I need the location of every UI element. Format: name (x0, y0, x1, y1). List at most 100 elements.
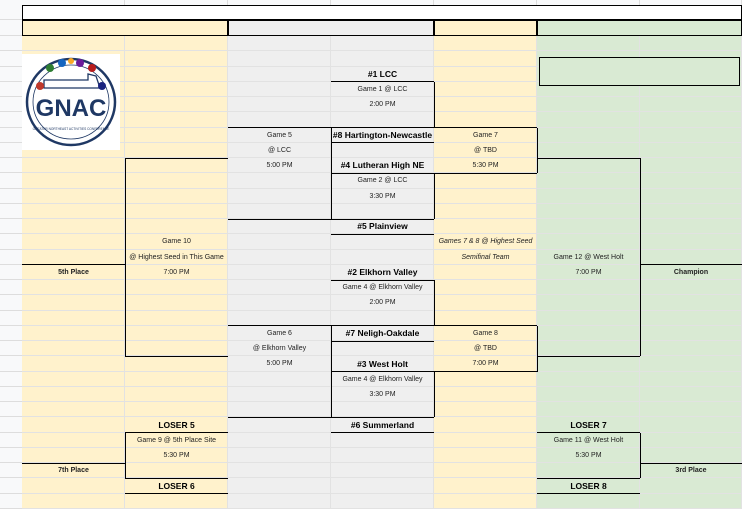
grid-cell[interactable] (537, 386, 640, 402)
row-header-31[interactable] (0, 463, 22, 479)
grid-cell[interactable] (331, 310, 434, 326)
grid-cell[interactable] (331, 66, 434, 82)
row-header-16[interactable] (0, 234, 22, 250)
grid-cell[interactable] (434, 463, 537, 479)
cell-c10[interactable]: @ LCC (267, 146, 292, 154)
grid-cell[interactable] (640, 280, 742, 296)
grid-cell[interactable] (228, 417, 331, 433)
grid-cell[interactable] (640, 158, 742, 174)
cell-d6[interactable]: Game 1 @ LCC (357, 85, 408, 93)
grid-cell[interactable] (537, 36, 640, 52)
grid-cell[interactable] (640, 249, 742, 265)
grid-cell[interactable] (434, 173, 537, 189)
cell-d7[interactable]: 2:00 PM (369, 101, 396, 109)
grid-cell[interactable] (537, 112, 640, 128)
grid-cell[interactable] (22, 478, 125, 494)
grid-cell[interactable] (537, 356, 640, 372)
row-header-15[interactable] (0, 219, 22, 235)
grid-cell[interactable] (537, 203, 640, 219)
row-header-29[interactable] (0, 432, 22, 448)
cell-g31[interactable]: 3rd Place (675, 467, 707, 475)
grid-cell[interactable] (537, 463, 640, 479)
grid-cell[interactable] (331, 36, 434, 52)
grid-cell[interactable] (228, 66, 331, 82)
grid-cell[interactable] (125, 341, 228, 357)
grid-cell[interactable] (434, 478, 537, 494)
grid-cell[interactable] (125, 219, 228, 235)
row-header-27[interactable] (0, 402, 22, 418)
grid-cell[interactable] (434, 203, 537, 219)
grid-cell[interactable] (125, 432, 228, 448)
cell-e17[interactable]: Semifinal Team (461, 253, 510, 261)
grid-cell[interactable] (640, 203, 742, 219)
column-header-a[interactable] (22, 0, 125, 5)
grid-cell[interactable] (434, 36, 537, 52)
grid-cell[interactable] (331, 219, 434, 235)
row-header-7[interactable] (0, 97, 22, 113)
grid-cell[interactable] (228, 386, 331, 402)
grid-cell[interactable] (434, 249, 537, 265)
grid-cell[interactable] (640, 356, 742, 372)
grid-cell[interactable] (640, 142, 742, 158)
cell-e9[interactable]: Game 7 (473, 131, 498, 139)
column-header-f[interactable] (537, 0, 640, 5)
grid-cell[interactable] (22, 295, 125, 311)
grid-cell[interactable] (228, 295, 331, 311)
cell-b29[interactable]: Game 9 @ 5th Place Site (136, 436, 217, 444)
grid-cell[interactable] (22, 188, 125, 204)
grid-cell[interactable] (640, 264, 742, 280)
grid-cell[interactable] (22, 371, 125, 387)
cell-g18[interactable]: Champion (673, 268, 709, 276)
row-header-6[interactable] (0, 81, 22, 97)
grid-cell[interactable] (125, 203, 228, 219)
grid-cell[interactable] (125, 478, 228, 494)
grid-cell[interactable] (125, 51, 228, 67)
grid-cell[interactable] (640, 112, 742, 128)
grid-cell[interactable] (125, 36, 228, 52)
grid-cell[interactable] (640, 97, 742, 113)
column-header-d[interactable] (331, 0, 434, 5)
grid-cell[interactable] (640, 463, 742, 479)
cell-c22[interactable]: Game 6 (267, 329, 292, 337)
grid-cell[interactable] (640, 188, 742, 204)
cell-d22[interactable]: #7 Neligh-Oakdale (345, 328, 420, 339)
grid-cell[interactable] (331, 478, 434, 494)
cell-d24[interactable]: #3 West Holt (357, 358, 408, 369)
cell-d26[interactable]: 3:30 PM (369, 390, 396, 398)
grid-cell[interactable] (434, 234, 537, 250)
row-header-4[interactable] (0, 51, 22, 67)
row-header-1[interactable] (0, 5, 22, 20)
grid-cell[interactable] (434, 402, 537, 418)
grid-cell[interactable] (640, 417, 742, 433)
grid-cell[interactable] (228, 112, 331, 128)
grid-cell[interactable] (228, 402, 331, 418)
grid-cell[interactable] (434, 371, 537, 387)
grid-cell[interactable] (125, 264, 228, 280)
row-header-20[interactable] (0, 295, 22, 311)
row-header-17[interactable] (0, 249, 22, 265)
grid-cell[interactable] (640, 478, 742, 494)
cell-d11[interactable]: #4 Lutheran High NE (340, 160, 425, 171)
cell-d15[interactable]: #5 Plainview (357, 221, 408, 232)
cell-c9[interactable]: Game 5 (267, 131, 292, 139)
row-header-22[interactable] (0, 325, 22, 341)
grid-cell[interactable] (125, 295, 228, 311)
grid-cell[interactable] (640, 295, 742, 311)
grid-cell[interactable] (537, 310, 640, 326)
grid-cell[interactable] (228, 249, 331, 265)
row-header-5[interactable] (0, 66, 22, 82)
grid-cell[interactable] (125, 249, 228, 265)
row-header-10[interactable] (0, 142, 22, 158)
grid-cell[interactable] (228, 188, 331, 204)
grid-cell[interactable] (640, 219, 742, 235)
grid-cell[interactable] (434, 432, 537, 448)
grid-cell[interactable] (640, 386, 742, 402)
cell-f28[interactable]: LOSER 7 (570, 419, 607, 430)
cell-d12[interactable]: Game 2 @ LCC (357, 177, 408, 185)
grid-cell[interactable] (22, 173, 125, 189)
grid-cell[interactable] (22, 158, 125, 174)
grid-cell[interactable] (434, 97, 537, 113)
grid-cell[interactable] (331, 417, 434, 433)
cell-b28[interactable]: LOSER 5 (158, 419, 195, 430)
grid-cell[interactable] (640, 493, 742, 509)
